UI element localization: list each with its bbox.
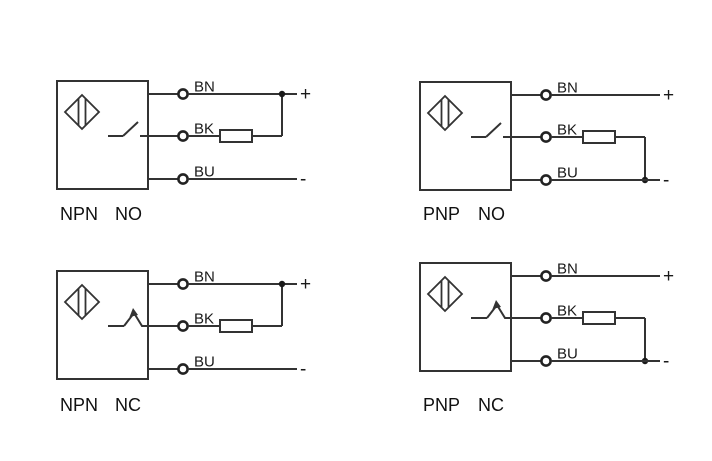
diagram-type-label: PNP (423, 395, 460, 415)
resistor (219, 319, 253, 333)
wire-label-bk: BK (557, 122, 577, 139)
junction-dot (278, 280, 286, 288)
diamond-outline (426, 94, 464, 132)
normally-closed-switch-icon (108, 308, 147, 327)
minus-terminal: - (300, 359, 306, 380)
terminal-ring-bn (540, 270, 552, 282)
wire-label-bk: BK (194, 311, 214, 328)
terminal-ring-bn (177, 278, 189, 290)
normally-closed-switch-icon (471, 300, 510, 319)
minus-terminal: - (663, 170, 669, 191)
diagram-contact-label: NC (115, 395, 141, 415)
minus-terminal: - (300, 169, 306, 190)
diagram-type-label: PNP (423, 204, 460, 224)
plus-terminal: + (300, 84, 311, 105)
diamond-emitter-icon (426, 275, 464, 313)
junction-dot (278, 90, 286, 98)
wire-label-bu: BU (557, 346, 578, 363)
switch-arrowhead (492, 300, 501, 309)
resistor (219, 129, 253, 143)
wiring-diagram-npn-nc: BN BK BU + - NPN NC (56, 269, 311, 415)
wire-label-bn: BN (194, 79, 215, 96)
diagram-contact-label: NC (478, 395, 504, 415)
wire-label-bn: BN (557, 80, 578, 97)
wire-label-bu: BU (194, 164, 215, 181)
plus-terminal: + (663, 266, 674, 287)
terminal-ring-bu (540, 355, 552, 367)
switch-arrowhead (129, 308, 138, 317)
normally-open-switch-icon (108, 121, 147, 137)
resistor (582, 311, 616, 325)
terminal-ring-bk (540, 131, 552, 143)
terminal-ring-bu (540, 174, 552, 186)
wire-label-bn: BN (194, 269, 215, 286)
diagram-contact-label: NO (115, 204, 142, 224)
normally-open-switch-icon (471, 122, 510, 138)
minus-terminal: - (663, 351, 669, 372)
terminal-ring-bn (177, 88, 189, 100)
terminal-ring-bk (177, 320, 189, 332)
wire-label-bk: BK (194, 121, 214, 138)
switch-contact (471, 122, 510, 138)
wire-label-bn: BN (557, 261, 578, 278)
diamond-emitter-icon (63, 93, 101, 131)
sensor-body (56, 270, 149, 380)
switch-contact (108, 121, 147, 137)
resistor (582, 130, 616, 144)
terminal-ring-bu (177, 173, 189, 185)
wire-label-bu: BU (194, 354, 215, 371)
wiring-diagram-npn-no: BN BK BU + - NPN NO (56, 79, 311, 224)
sensor-body (56, 80, 149, 190)
wiring-diagram-pnp-no: BN BK BU + - PNP NO (419, 80, 674, 224)
sensor-body (419, 262, 512, 372)
terminal-ring-bk (540, 312, 552, 324)
wiring-diagram-pnp-nc: BN BK BU + - PNP NC (419, 261, 674, 415)
wire-label-bu: BU (557, 165, 578, 182)
plus-terminal: + (663, 85, 674, 106)
diagram-type-label: NPN (60, 204, 98, 224)
plus-terminal: + (300, 274, 311, 295)
diamond-outline (426, 275, 464, 313)
diagram-contact-label: NO (478, 204, 505, 224)
diamond-outline (63, 93, 101, 131)
sensor-body (419, 81, 512, 191)
wire-label-bk: BK (557, 303, 577, 320)
terminal-ring-bu (177, 363, 189, 375)
diagram-type-label: NPN (60, 395, 98, 415)
terminal-ring-bk (177, 130, 189, 142)
diamond-outline (63, 283, 101, 321)
terminal-ring-bn (540, 89, 552, 101)
diamond-emitter-icon (63, 283, 101, 321)
diamond-emitter-icon (426, 94, 464, 132)
